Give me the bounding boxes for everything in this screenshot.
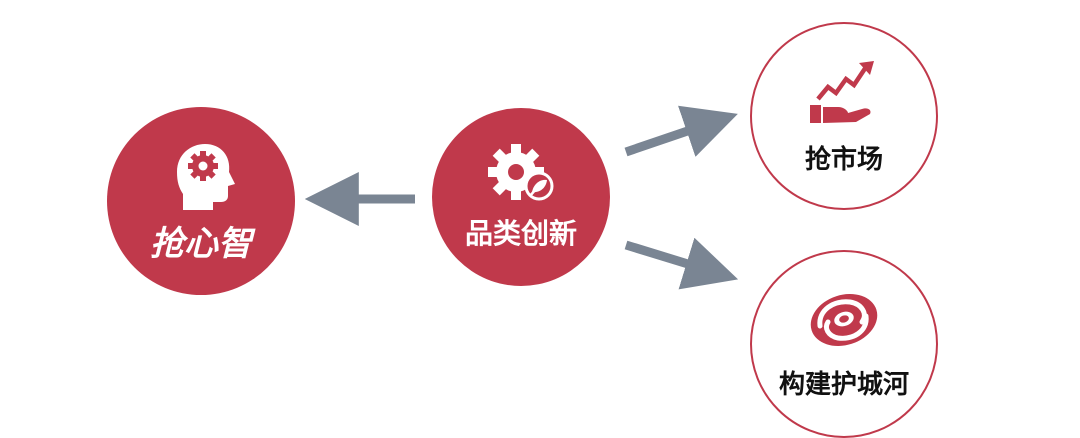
node-mind: 抢心智 — [107, 107, 295, 295]
arrow-to-moat — [624, 237, 739, 290]
node-moat: 构建护城河 — [750, 250, 938, 438]
node-center-label: 品类创新 — [464, 217, 577, 250]
vortex-icon — [804, 288, 884, 352]
node-mind-label: 抢心智 — [150, 223, 252, 264]
node-market: 抢市场 — [750, 22, 938, 210]
arrow-to-market — [624, 105, 738, 157]
growth-chart-hand-icon — [804, 57, 884, 127]
node-market-label: 抢市场 — [804, 144, 883, 175]
gear-leaf-icon — [484, 142, 558, 206]
node-center: 品类创新 — [432, 108, 610, 286]
node-moat-label: 构建护城河 — [778, 369, 909, 400]
head-gear-icon — [165, 138, 237, 210]
